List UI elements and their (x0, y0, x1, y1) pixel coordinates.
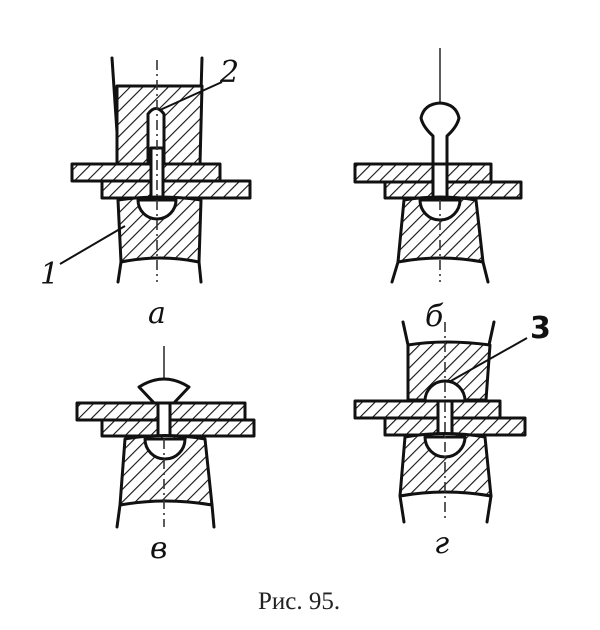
figure-caption: Рис. 95. (258, 588, 340, 615)
rivet-head-countersunk (137, 377, 191, 407)
lower-plate (100, 418, 256, 438)
upper-plate (353, 162, 493, 184)
panel-label-b: б (425, 299, 444, 334)
panel-v-drawing (75, 346, 256, 529)
rivet-head (143, 437, 187, 461)
rivet-head-formed (419, 101, 461, 166)
lower-plate (100, 179, 252, 200)
upper-plate (353, 399, 502, 420)
upper-plate (70, 162, 222, 183)
leader-3 (448, 337, 528, 383)
panel-g-drawing (353, 320, 528, 524)
leader-2 (159, 81, 223, 111)
label-part-3: 3 (530, 311, 551, 346)
panel-label-a: а (148, 296, 166, 331)
lower-plate (383, 180, 523, 200)
label-part-2: 2 (219, 55, 239, 90)
leader-1 (59, 225, 126, 265)
panel-label-v: в (150, 531, 167, 566)
rivet-set-die (406, 340, 492, 402)
panel-label-g: г (434, 526, 449, 561)
support-die (116, 195, 203, 264)
panel-b-drawing (353, 48, 523, 284)
label-part-1: 1 (40, 257, 59, 292)
panel-a-drawing (59, 56, 252, 284)
